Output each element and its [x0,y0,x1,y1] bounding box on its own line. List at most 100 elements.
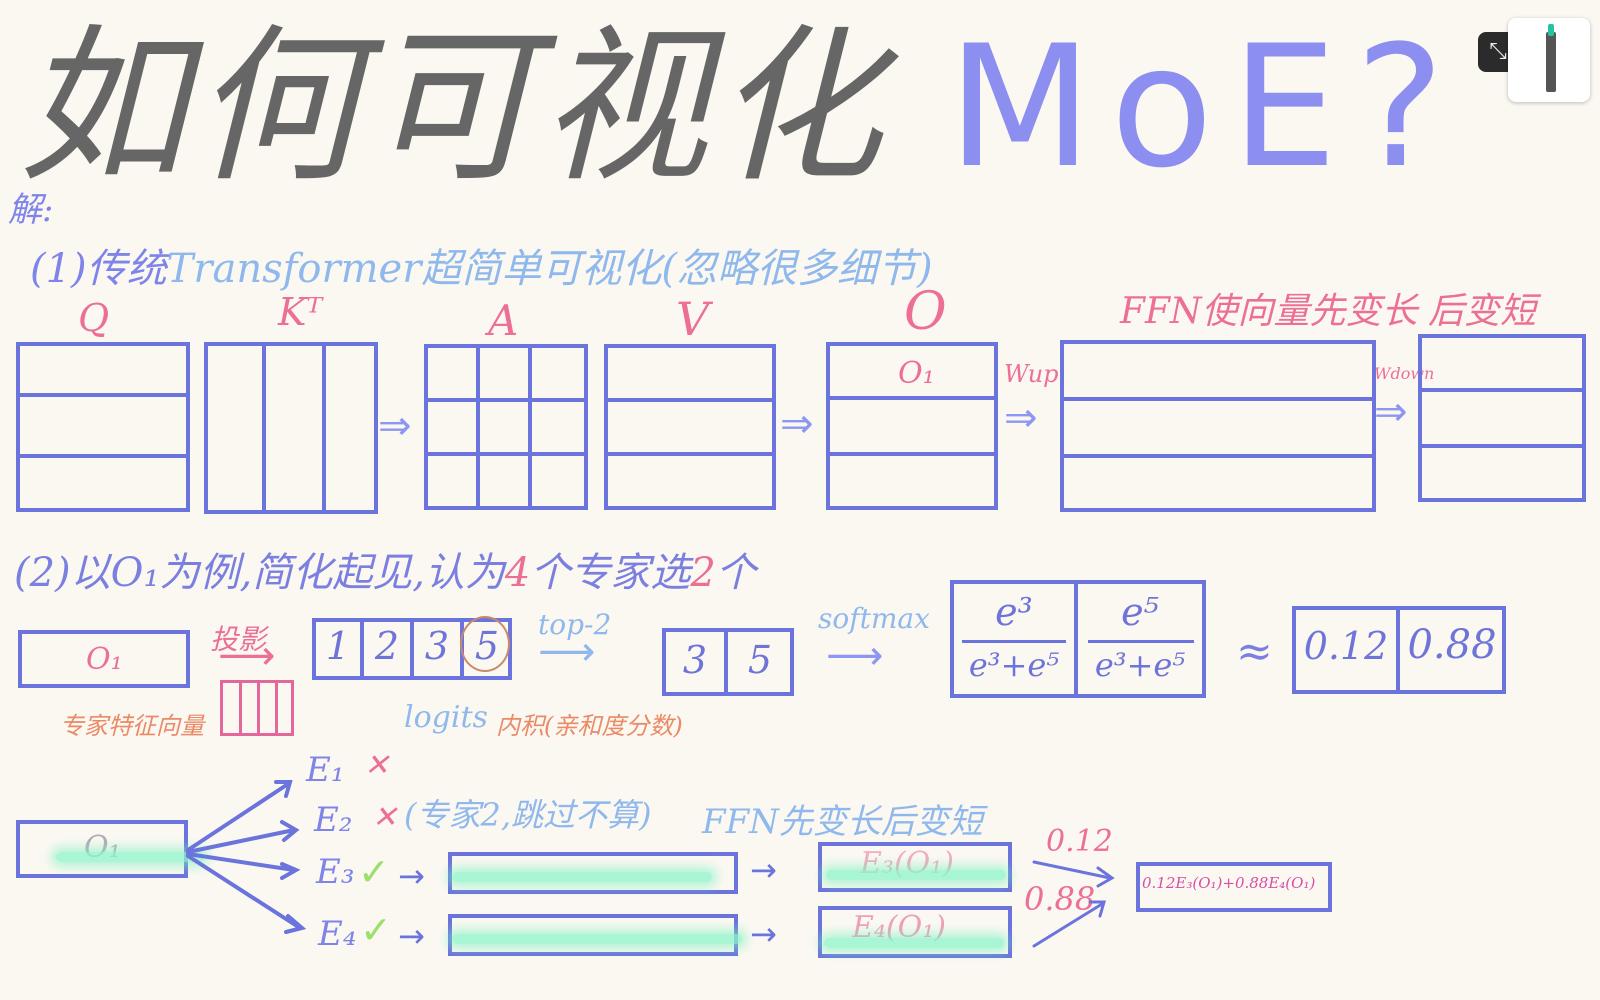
skip-expert-note: (专家2,跳过不算) [404,796,652,834]
probability-cell: 0.88 [1407,622,1497,668]
softmax-numerator: e³ [995,590,1033,634]
kt-matrix [204,342,378,514]
expert3-output [818,842,1012,892]
section2-heading: (2)以O₁为例,简化起见,认为4个专家选2个 [14,540,756,598]
section1-number: (1)传统 [30,246,167,292]
o1-vector [18,630,190,688]
v-row-divider [604,452,776,456]
section1-heading-text: Transformer超简单可视化(忽略很多细节) [166,246,933,292]
fraction-bar [1088,640,1194,643]
selected-divider [724,628,728,696]
wup-label: Wup [1004,360,1059,388]
logits-divider [360,618,364,680]
ffn-short-matrix [1418,334,1586,502]
section2-heading-4: 4 [504,550,531,596]
softmax-arrow: ⟶ [826,633,884,679]
projection-label: 投影 [210,623,267,656]
ffn-note: FFN先变长后变短 [702,802,983,842]
section2-heading-a: (2)以O₁为例,简化起见,认为 [14,550,505,596]
expert-mark-e4: ✓ [360,908,392,952]
o-row-divider [826,396,998,400]
probability-divider [1396,606,1400,694]
softmax-divider [1074,580,1078,698]
weighted-sum-result [1136,862,1332,912]
inner-product-label: 内积(亲和度分数) [496,712,683,740]
selected-cell: 5 [747,638,773,682]
weight-0-88: 0.88 [1024,880,1096,918]
section2-heading-c: 个 [715,550,756,596]
o1-glow-highlight [56,852,204,862]
a-row-divider [424,398,588,402]
arrow-e4-to-ffn: → [398,917,425,955]
solution-label: 解: [8,190,54,230]
section2-heading-2: 2 [690,550,716,596]
expert4-glow [452,934,742,944]
approx-sign: ≈ [1236,626,1273,677]
expert-vector-label: 专家特征向量 [60,712,204,740]
expert-label-e3: E₃ [316,852,355,892]
combine-arrows [1032,860,1115,948]
logit-cell: 3 [424,624,450,668]
label-ffn-short: 后变短 [1428,291,1537,332]
section2-heading-b: 个专家选 [530,550,691,596]
title-chinese: 如何可视化 [18,9,888,205]
arrow-kt-to-a: ⇒ [378,403,412,449]
label-q: Q [78,296,110,340]
arrow-e3-to-ffn: → [398,857,425,895]
softmax-denominator: e³+e⁵ [1094,646,1186,684]
a-matrix [424,344,588,510]
a-row-divider [424,452,588,456]
projection-arrow: ⟶ [218,633,276,679]
label-a: A [488,296,519,345]
collapse-arrows-icon: ⤡ [1489,39,1507,64]
expert3-output-glow [826,870,1006,880]
topk-arrow: ⟶ [538,629,596,675]
a-col-divider [528,344,532,510]
section1-heading: (1)传统Transformer超简单可视化(忽略很多细节) [30,236,933,294]
pen-icon [1546,32,1556,92]
v-row-divider [604,398,776,402]
q-row-divider [16,393,190,397]
selected-cell: 3 [682,638,708,682]
expert-label-e1: E₁ [306,750,345,790]
logit-cell: 1 [325,624,351,668]
expert3-glow [452,872,712,882]
ffn-short-row-divider [1418,388,1586,392]
softmax-denominator: e³+e⁵ [968,646,1060,684]
o1-vector-label: O₁ [86,642,123,677]
expert-mark-e2: ✕ [372,800,398,835]
label-kt: Kᵀ [278,290,323,334]
q-row-divider [16,454,190,458]
softmax-numerator: e⁵ [1121,590,1159,634]
fraction-bar [962,640,1066,643]
v-matrix [604,344,776,510]
arrow-e3-to-short: → [750,851,777,889]
ffn-long-row-divider [1060,454,1376,458]
kt-col-divider [322,342,326,514]
label-o: O [904,282,947,342]
logits-label: logits [404,700,488,735]
expert4-output-glow [824,938,1004,948]
softmax-label: softmax [818,602,930,635]
arrow-o-to-ffn: ⇒ [1004,395,1038,441]
softmax-fraction-matrix [950,580,1206,698]
title-moe: MoE? [947,9,1463,205]
expert-label-e2: E₂ [314,800,353,840]
arrow-v-to-o: ⇒ [780,401,814,447]
expert3-ffn-long [448,852,738,894]
topk-label: top-2 [538,608,612,641]
page-title: 如何可视化 MoE? [18,0,1462,215]
logit-highlight-circle [460,616,510,672]
pen-tool-panel[interactable] [1508,18,1590,102]
ffn-long-matrix [1060,340,1376,512]
expert-mark-e3: ✓ [358,850,390,894]
ffn-short-row-divider [1418,444,1586,448]
expert-mark-e1: ✕ [364,748,390,783]
pen-tip-icon [1548,24,1554,36]
expert4-output [818,906,1012,958]
routing-arrows [186,780,307,934]
o-row-divider [826,452,998,456]
probability-cell: 0.12 [1303,624,1389,668]
expert-label-e4: E₄ [318,914,357,954]
label-ffn-long: FFN使向量先变长 [1120,291,1418,332]
